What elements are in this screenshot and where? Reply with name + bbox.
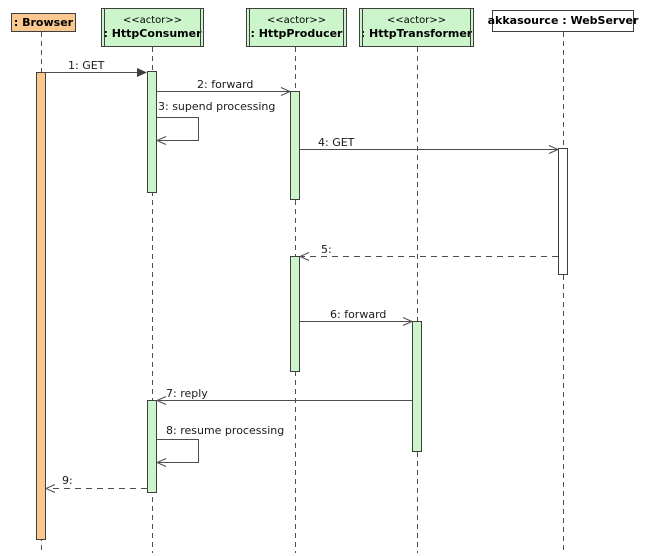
message-4-label: 4: GET [318, 136, 355, 149]
message-3-self-arrow [155, 117, 199, 145]
activation-http-consumer-1 [147, 71, 157, 193]
open-arrowhead-icon [155, 136, 167, 145]
open-arrowhead-icon [298, 252, 310, 261]
open-arrowhead-icon [155, 396, 167, 405]
participant-http-producer: <<actor>> : HttpProducer [246, 8, 347, 47]
participant-web-server: akkasource : WebServer [488, 10, 638, 32]
message-9-arrow [44, 484, 147, 493]
message-1-arrow [46, 68, 147, 77]
activation-web-server [558, 148, 568, 275]
activation-http-producer-2 [290, 256, 300, 372]
activation-http-transformer [412, 321, 422, 452]
participant-browser: : Browser [11, 13, 76, 32]
message-1-label: 1: GET [68, 59, 105, 72]
message-7-arrow [155, 396, 412, 405]
activation-browser [36, 72, 46, 540]
filled-arrowhead-icon [137, 68, 147, 77]
open-arrowhead-icon [44, 484, 56, 493]
message-8-self-arrow [155, 439, 199, 467]
participant-http-consumer: <<actor>> : HttpConsumer [101, 8, 204, 47]
message-9-label: 9: [62, 474, 73, 487]
message-3-label: 3: supend processing [158, 100, 276, 113]
participant-name: : HttpConsumer [103, 27, 202, 40]
open-arrowhead-icon [155, 458, 167, 467]
message-6-label: 6: forward [330, 308, 387, 321]
participant-http-transformer: <<actor>> : HttpTransformer [359, 8, 474, 47]
message-8-label: 8: resume processing [166, 424, 285, 437]
participant-name: akkasource : WebServer [487, 14, 639, 27]
participant-stereotype: <<actor>> [386, 15, 447, 26]
participant-stereotype: <<actor>> [122, 15, 183, 26]
participant-name: : Browser [13, 15, 74, 29]
participant-stereotype: <<actor>> [266, 15, 327, 26]
activation-http-consumer-2 [147, 400, 157, 493]
message-2-label: 2: forward [197, 78, 254, 91]
message-5-arrow [298, 252, 558, 261]
activation-http-producer-1 [290, 91, 300, 200]
participant-name: : HttpProducer [250, 27, 343, 40]
message-7-label: 7: reply [166, 387, 208, 400]
message-5-label: 5: [321, 243, 332, 256]
participant-name: : HttpTransformer [360, 27, 473, 40]
